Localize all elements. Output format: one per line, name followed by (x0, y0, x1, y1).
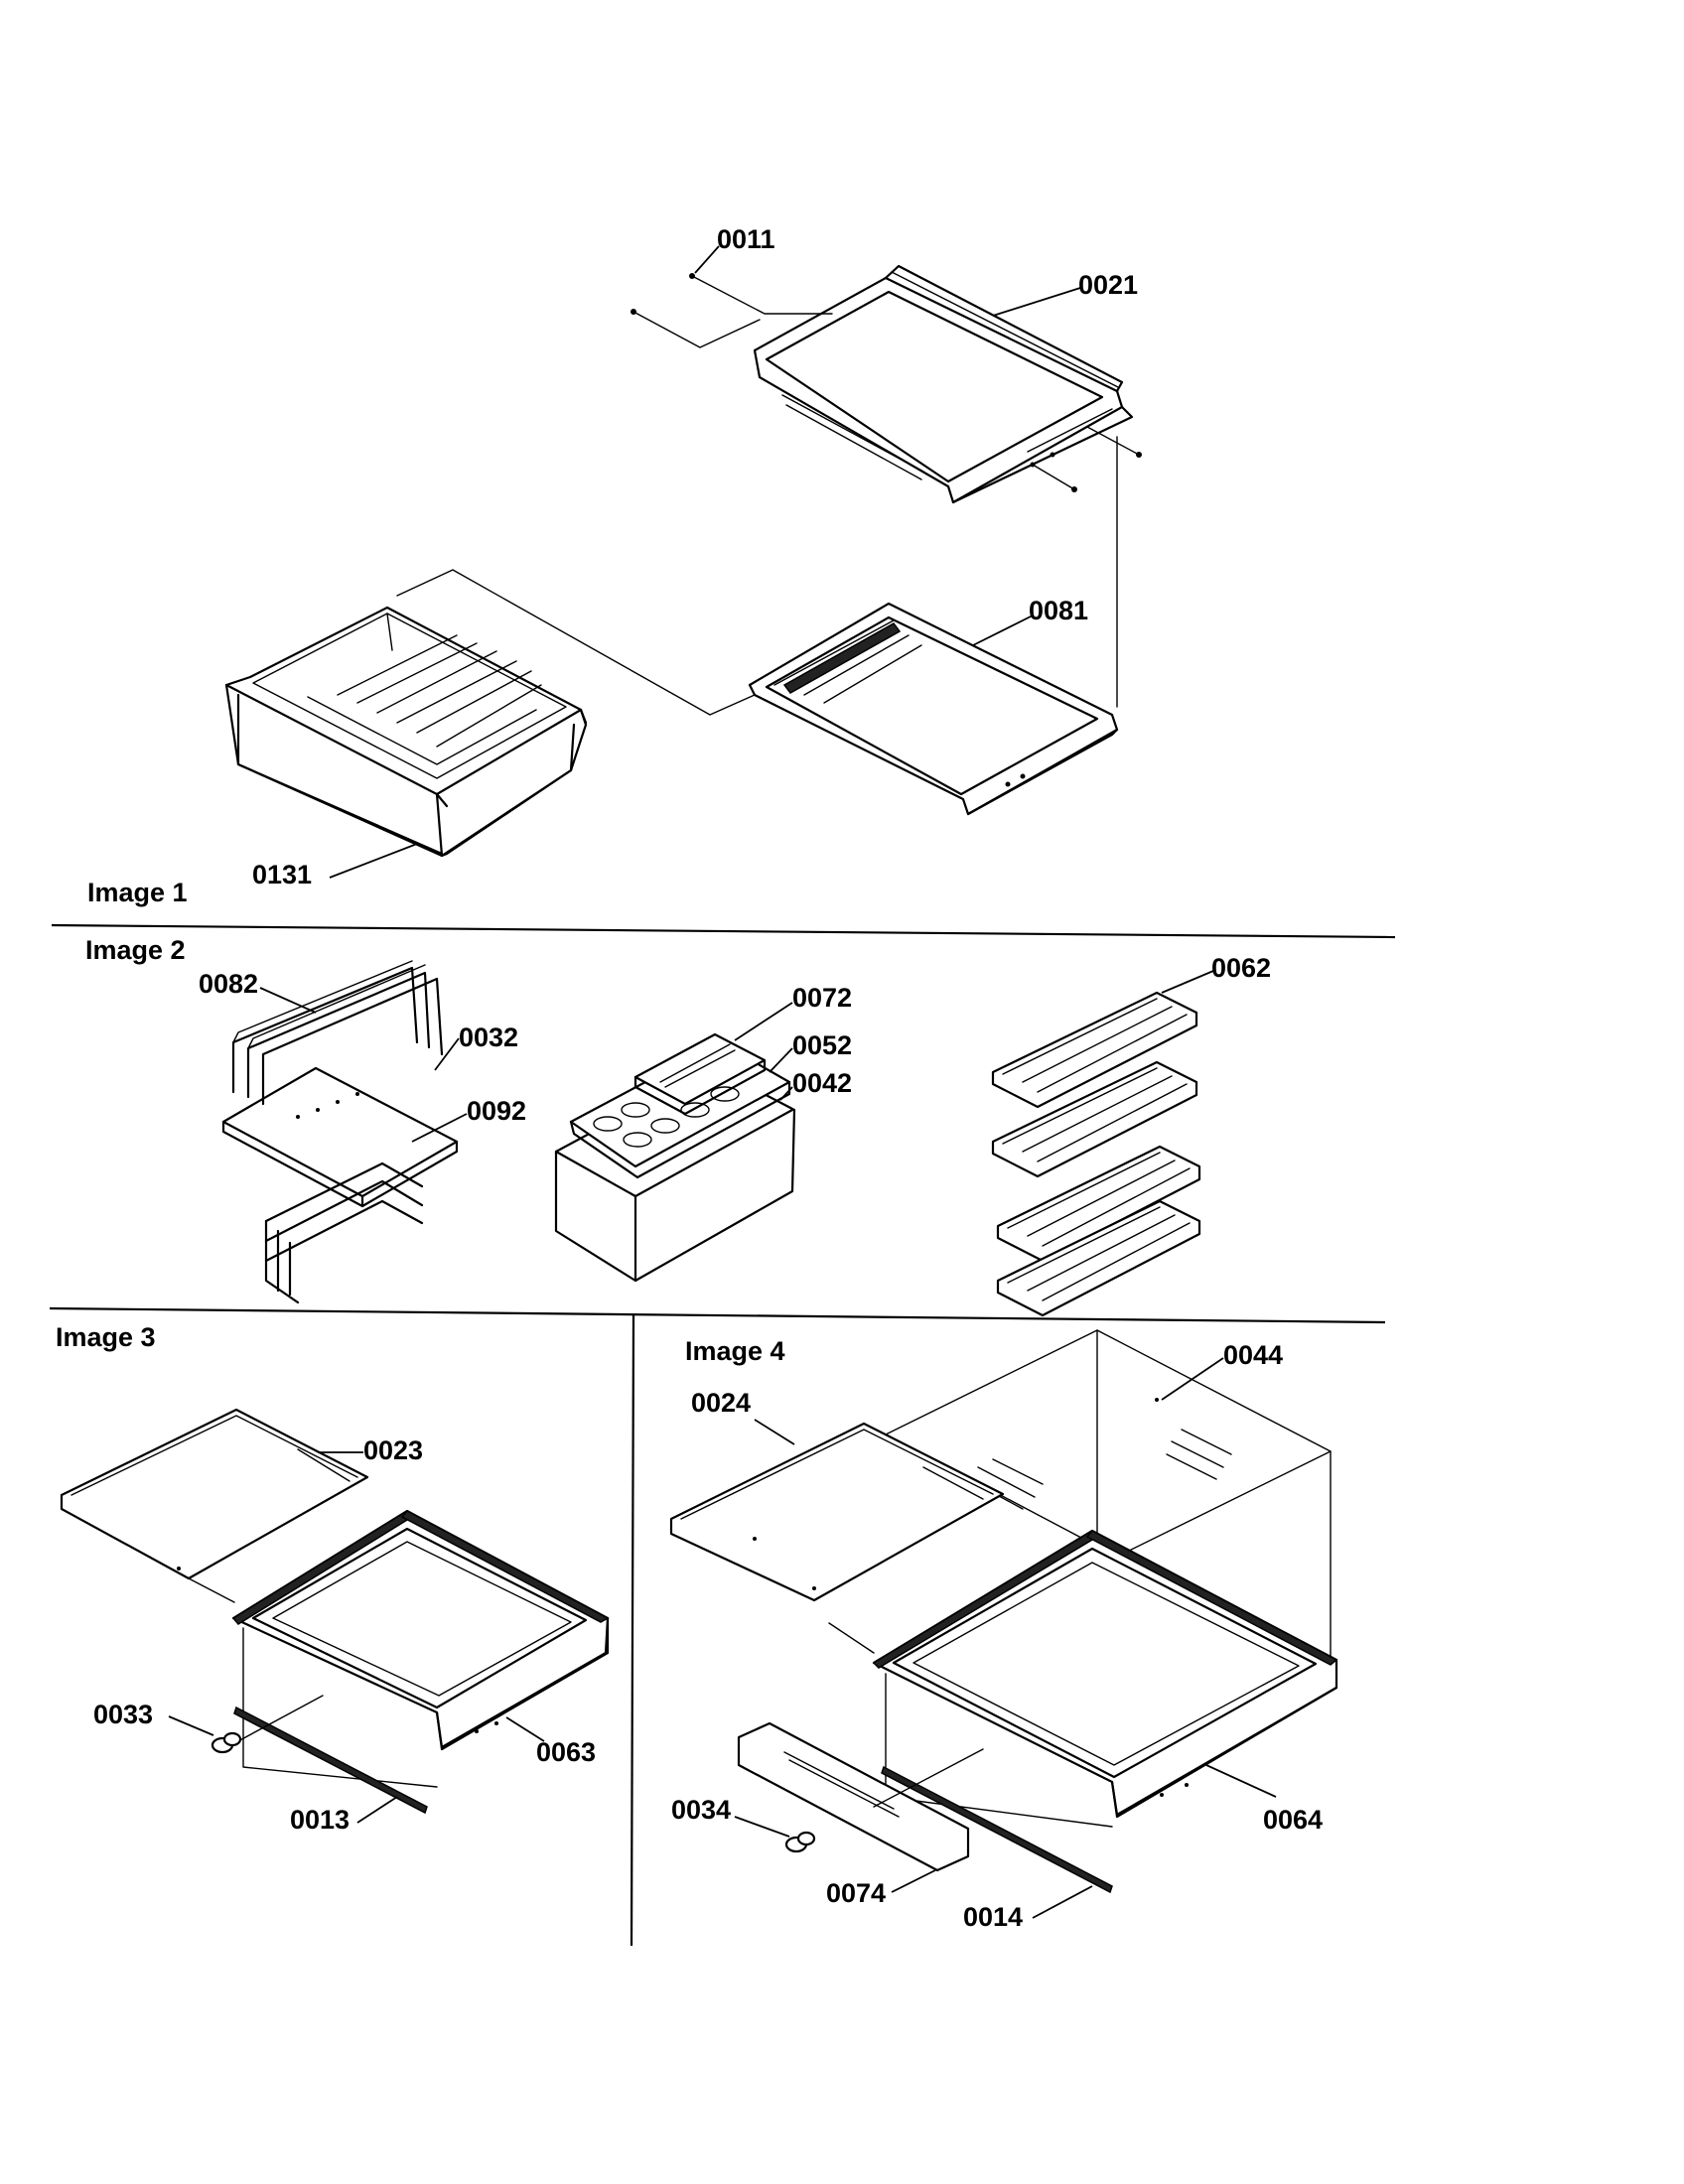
egg-lid-0072-drawing (633, 1032, 767, 1116)
part-label-0032: 0032 (459, 1023, 518, 1052)
part-label-0021: 0021 (1078, 270, 1138, 300)
divider-image1-image2 (51, 923, 1396, 939)
frame-0081-drawing (748, 602, 1119, 816)
clip-0033-drawing (210, 1731, 242, 1754)
section-title-image4: Image 4 (685, 1336, 785, 1366)
rail-0013-drawing (233, 1706, 428, 1815)
part-label-0042: 0042 (792, 1068, 852, 1098)
screws-0011 (631, 273, 1142, 492)
image2-group: 0082 0032 0092 0072 0052 0042 0062 (199, 953, 1271, 1317)
part-label-0092: 0092 (467, 1096, 526, 1126)
part-label-0062: 0062 (1211, 953, 1271, 983)
drawer-0131-drawing (224, 606, 588, 858)
divider-image2-image3 (49, 1306, 1386, 1324)
assembly-line-glass-frame (188, 1577, 235, 1603)
trim-0074-drawing (737, 1721, 970, 1872)
shelf-0021-drawing (753, 264, 1134, 504)
section-title-image1: Image 1 (87, 878, 188, 907)
glass-shelf-0023-drawing (60, 1408, 369, 1580)
image4-group: 0044 0024 0034 0064 0074 0014 (669, 1329, 1338, 1932)
part-label-0063: 0063 (536, 1737, 596, 1767)
part-label-0044: 0044 (1223, 1340, 1283, 1370)
part-label-0131: 0131 (252, 860, 312, 889)
part-label-0011: 0011 (717, 224, 775, 254)
tray-0032-drawing (221, 1066, 459, 1208)
wire-brackets-0092-drawing (264, 1161, 424, 1304)
section-title-image3: Image 3 (56, 1322, 156, 1352)
glass-shelf-0024-drawing (669, 1422, 1005, 1602)
frame-0064-drawing (872, 1529, 1338, 1828)
divider-image3-image4 (630, 1313, 635, 1947)
image3-group: 0023 0033 0063 0013 (60, 1408, 610, 1835)
part-label-0052: 0052 (792, 1030, 852, 1060)
frame-0063-drawing (231, 1509, 610, 1788)
ice-trays-0062-drawing (991, 991, 1201, 1317)
part-label-0014: 0014 (963, 1902, 1023, 1932)
wire-rails-0082-drawing (231, 960, 444, 1106)
part-label-0081: 0081 (1029, 596, 1088, 625)
part-label-0024: 0024 (691, 1388, 751, 1418)
image1-group: 0011 0021 0081 0131 (224, 224, 1142, 889)
part-label-0034: 0034 (671, 1795, 731, 1825)
part-label-0074: 0074 (826, 1878, 886, 1908)
rail-0014-drawing (881, 1765, 1113, 1894)
part-label-0013: 0013 (290, 1805, 350, 1835)
part-label-0072: 0072 (792, 983, 852, 1013)
part-label-0033: 0033 (93, 1700, 153, 1729)
section-title-image2: Image 2 (85, 935, 186, 965)
clip-0034-drawing (784, 1831, 816, 1853)
part-label-0023: 0023 (363, 1435, 423, 1465)
part-label-0082: 0082 (199, 969, 258, 999)
assembly-line-drawer-frame (396, 569, 756, 716)
part-label-0064: 0064 (1263, 1805, 1323, 1835)
